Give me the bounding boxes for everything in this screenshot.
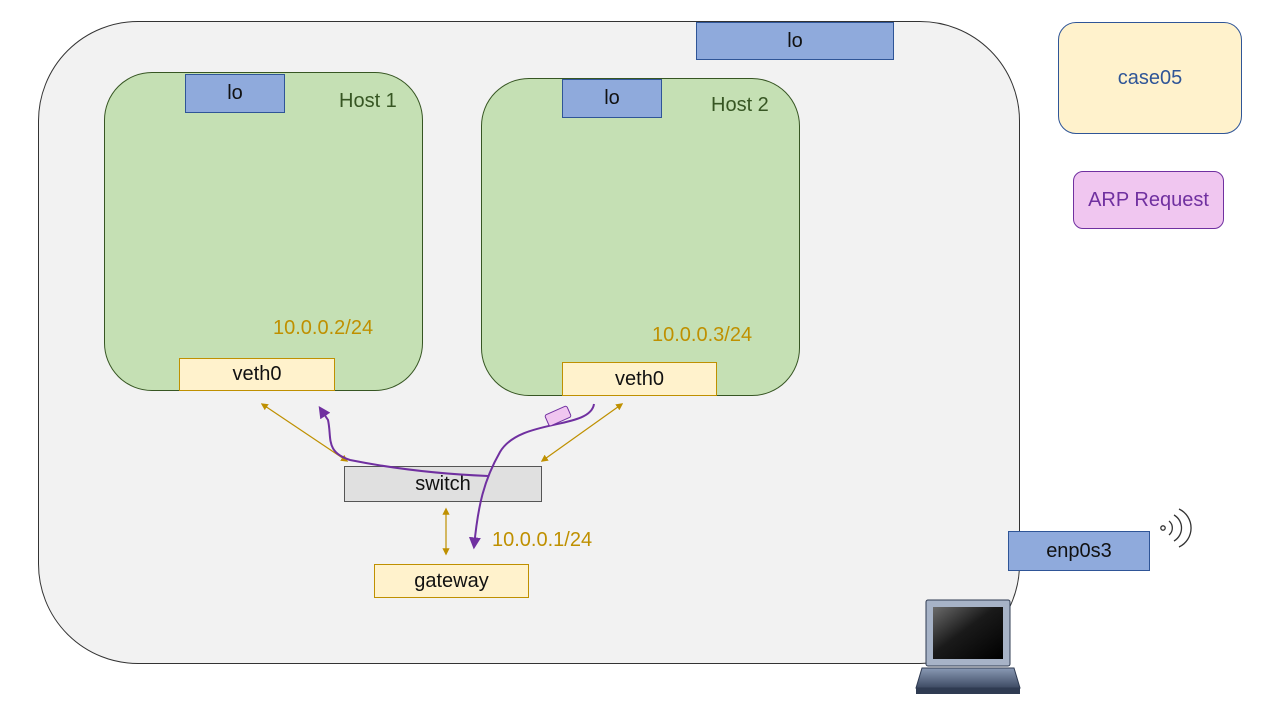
- host1-ip: 10.0.0.2/24: [273, 317, 374, 339]
- switch-box: switch: [344, 466, 542, 502]
- laptop-icon: [915, 599, 1021, 694]
- host2-ip: 10.0.0.3/24: [652, 324, 753, 346]
- gateway-box: gateway: [374, 564, 529, 598]
- enp0s3-interface: enp0s3: [1008, 531, 1150, 571]
- host2-lo-interface: lo: [562, 79, 662, 118]
- host1-title: Host 1: [339, 90, 397, 112]
- host2-box: [481, 78, 800, 396]
- arp-request-legend: ARP Request: [1073, 171, 1224, 229]
- host2-title: Host 2: [711, 94, 769, 116]
- gateway-ip: 10.0.0.1/24: [492, 529, 593, 551]
- link-switch-host1: [260, 403, 349, 462]
- host1-box: [104, 72, 423, 391]
- link-switch-host2: [540, 403, 624, 462]
- host1-veth0: veth0: [179, 358, 335, 391]
- host2-veth0: veth0: [562, 362, 717, 396]
- arp-path-to-gateway: [468, 403, 595, 550]
- arp-path-to-host1: [318, 406, 489, 477]
- root-lo-interface: lo: [696, 22, 894, 60]
- packet-icon: [544, 405, 572, 427]
- case-label-box: case05: [1058, 22, 1242, 134]
- wireless-signal-icon: [1160, 508, 1192, 548]
- host1-lo-interface: lo: [185, 74, 285, 113]
